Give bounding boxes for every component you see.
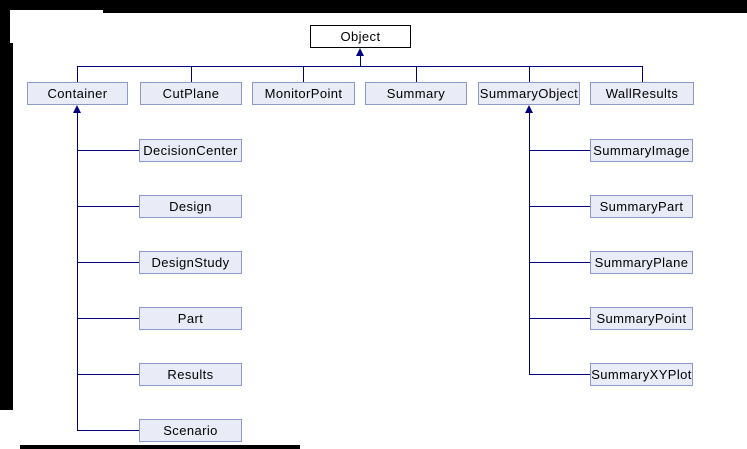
class-node-design[interactable]: Design	[139, 195, 242, 218]
edge-top-rail	[77, 66, 643, 67]
edge-container-trunk	[77, 113, 78, 430]
edge-branch-part	[77, 318, 139, 319]
class-node-summary[interactable]: Summary	[365, 82, 467, 105]
edge-stub-wallresults	[642, 66, 643, 82]
edge-branch-summarypart	[529, 206, 590, 207]
class-node-summaryxyplot[interactable]: SummaryXYPlot	[590, 363, 693, 386]
class-node-designstudy[interactable]: DesignStudy	[139, 251, 242, 274]
screen-artifact-left-column	[0, 43, 13, 410]
screen-artifact-left-column-upper	[0, 10, 10, 43]
edge-stub-cutplane	[191, 66, 192, 82]
edge-branch-scenario	[77, 430, 139, 431]
edge-branch-designstudy	[77, 262, 139, 263]
class-node-summarypart[interactable]: SummaryPart	[590, 195, 693, 218]
edge-stub-container	[77, 66, 78, 82]
inheritance-arrow-container	[73, 105, 81, 113]
class-node-scenario[interactable]: Scenario	[139, 419, 242, 442]
edge-branch-summaryxyplot	[529, 374, 590, 375]
screen-artifact-bottom-strip	[20, 445, 300, 449]
class-node-summaryplane[interactable]: SummaryPlane	[590, 251, 693, 274]
class-node-part[interactable]: Part	[139, 307, 242, 330]
edge-stub-summary	[416, 66, 417, 82]
class-node-results[interactable]: Results	[139, 363, 242, 386]
class-node-wallresults[interactable]: WallResults	[590, 82, 694, 105]
edge-branch-summarypoint	[529, 318, 590, 319]
edge-stub-monitorpoint	[303, 66, 304, 82]
class-node-decisioncenter[interactable]: DecisionCenter	[139, 139, 242, 162]
class-node-container[interactable]: Container	[27, 82, 128, 105]
class-node-cutplane[interactable]: CutPlane	[140, 82, 242, 105]
edge-object-stem	[360, 56, 361, 66]
edge-summaryobject-trunk	[529, 113, 530, 374]
class-node-summaryimage[interactable]: SummaryImage	[590, 139, 693, 162]
screen-artifact-top-band	[0, 0, 747, 10]
edge-branch-design	[77, 206, 139, 207]
class-node-object: Object	[310, 25, 411, 48]
edge-branch-summaryplane	[529, 262, 590, 263]
inheritance-arrow-object	[356, 48, 364, 56]
class-node-summaryobject[interactable]: SummaryObject	[478, 82, 580, 105]
edge-branch-results	[77, 374, 139, 375]
screen-artifact-top-band-right	[103, 10, 747, 13]
edge-branch-decisioncenter	[77, 150, 139, 151]
edge-branch-summaryimage	[529, 150, 590, 151]
edge-stub-summaryobject	[529, 66, 530, 82]
inheritance-arrow-summaryobject	[525, 105, 533, 113]
class-node-monitorpoint[interactable]: MonitorPoint	[252, 82, 355, 105]
class-node-summarypoint[interactable]: SummaryPoint	[590, 307, 693, 330]
